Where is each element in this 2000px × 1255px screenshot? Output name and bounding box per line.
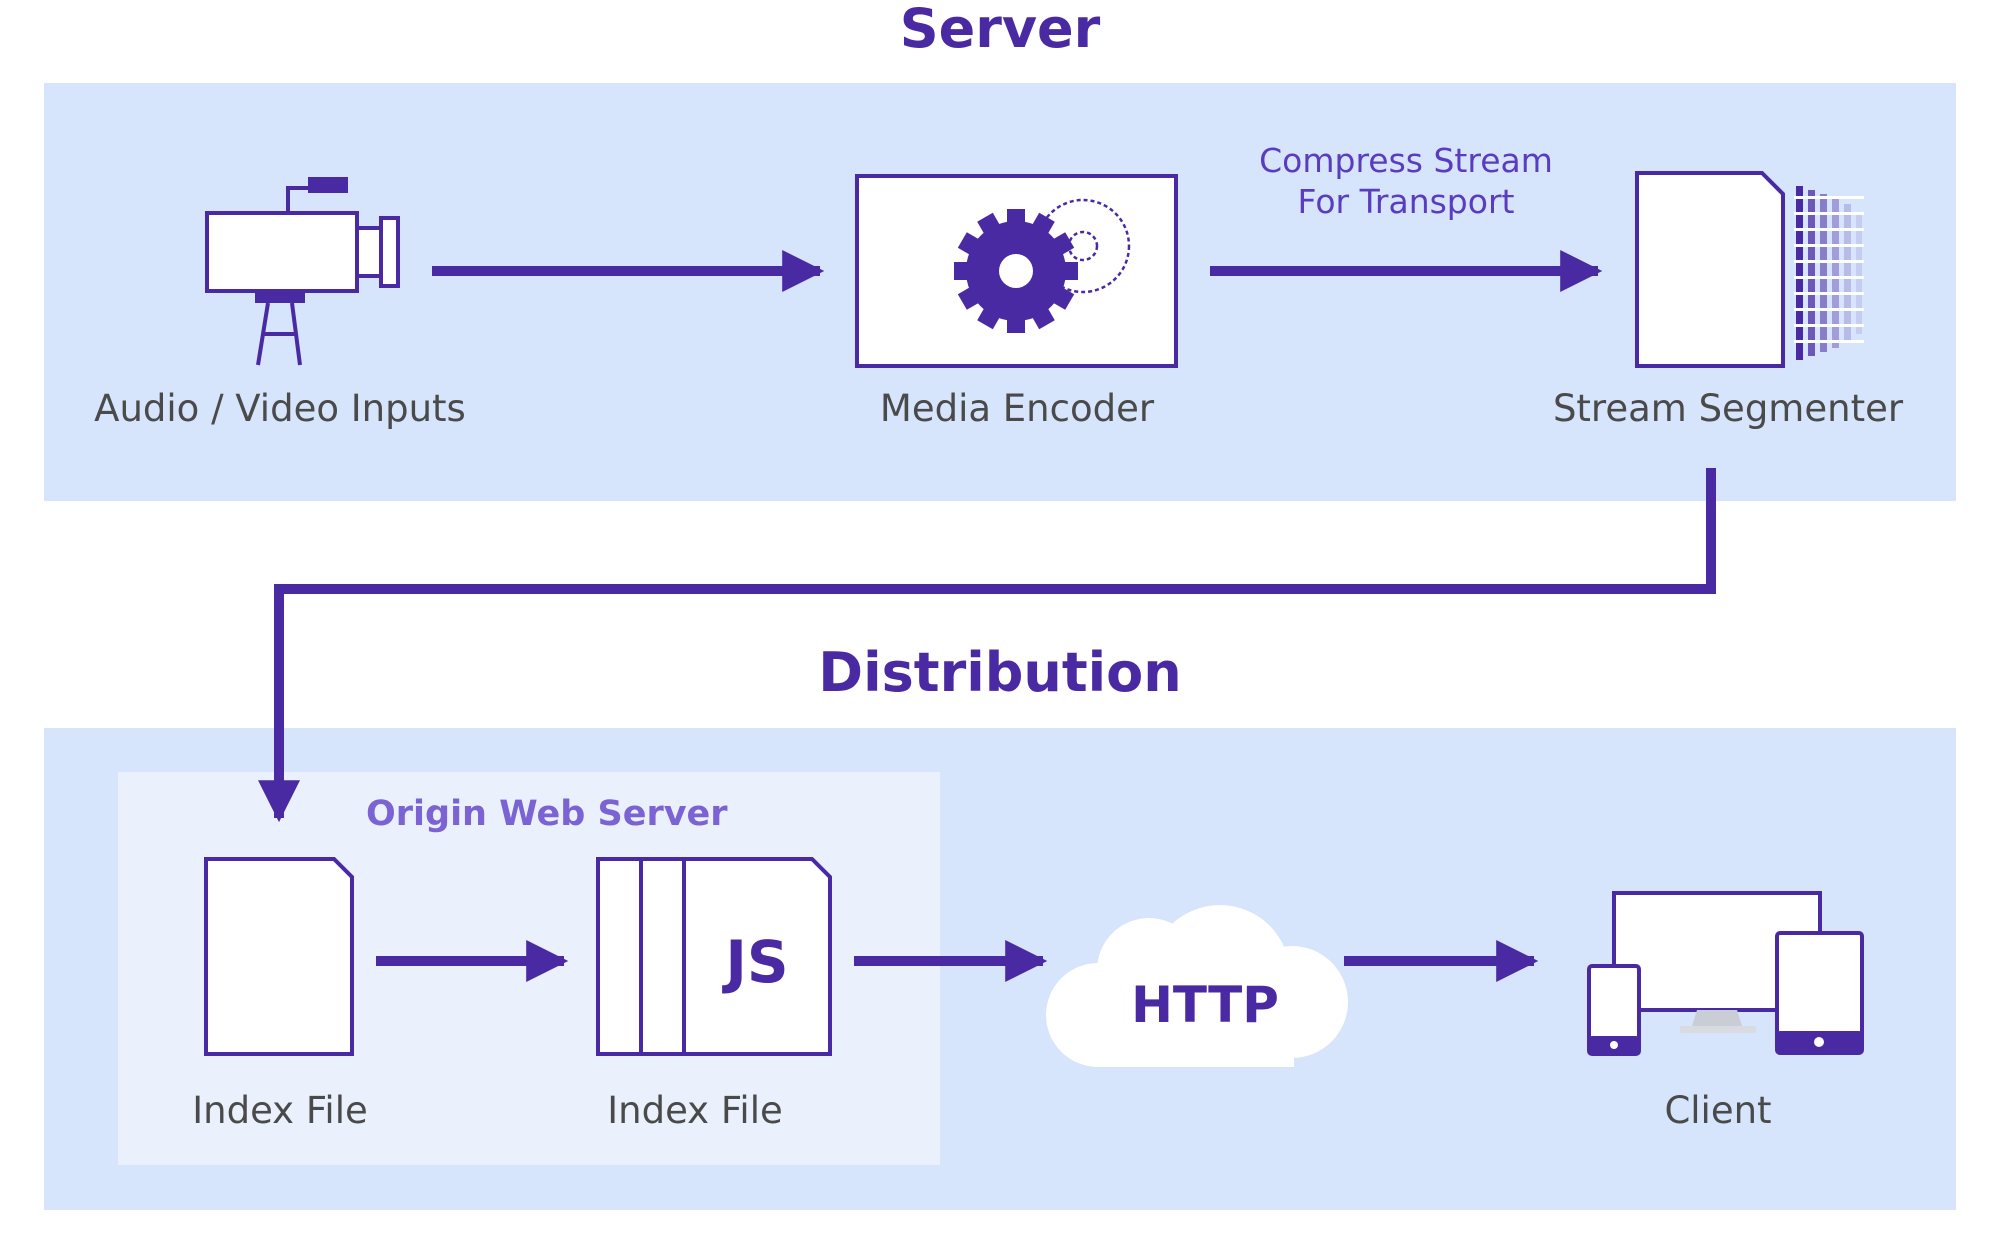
segmented-file-icon [1635, 171, 1864, 368]
compress-stream-label: Compress Stream For Transport [1206, 140, 1606, 223]
js-badge: JS [721, 928, 788, 996]
js-file-icon: JS [596, 857, 832, 1056]
distribution-title: Distribution [818, 641, 1182, 704]
file-icon [204, 857, 354, 1056]
video-camera-icon [205, 177, 400, 366]
compress-label-line1: Compress Stream [1259, 141, 1553, 180]
server-title: Server [899, 0, 1101, 60]
audio-video-inputs-label: Audio / Video Inputs [94, 387, 466, 430]
client-label: Client [1664, 1089, 1772, 1132]
http-label: HTTP [1131, 976, 1279, 1034]
origin-web-server-label: Origin Web Server [366, 794, 728, 834]
cloud-icon: HTTP [1046, 905, 1348, 1067]
gears-icon [855, 174, 1178, 368]
index-file-label: Index File [192, 1089, 368, 1132]
compress-label-line2: For Transport [1297, 182, 1515, 222]
media-encoder-label: Media Encoder [879, 387, 1155, 430]
devices-icon [1587, 891, 1864, 1056]
stream-segmenter-label: Stream Segmenter [1552, 387, 1904, 430]
js-index-file-label: Index File [607, 1089, 783, 1132]
arrow-segmenter-to-index [258, 468, 1716, 823]
